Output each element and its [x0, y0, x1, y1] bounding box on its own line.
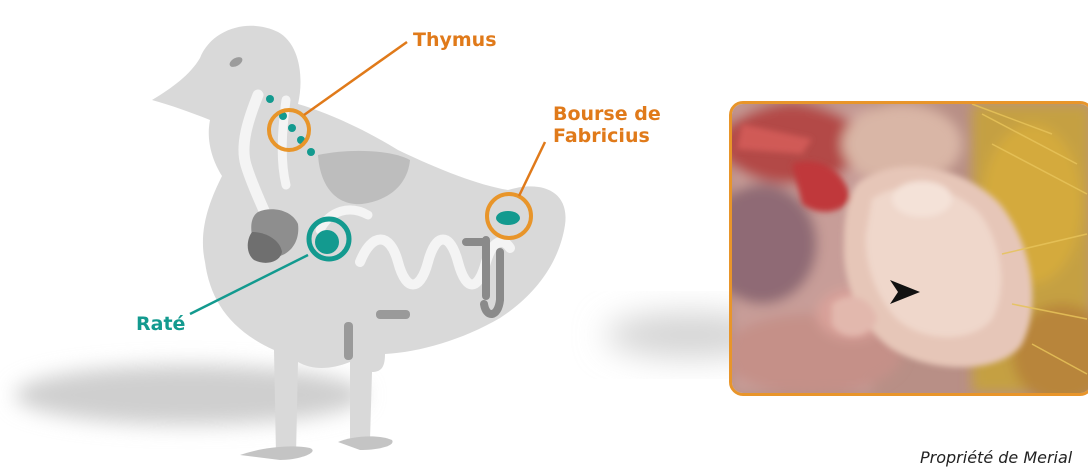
chick-shadow: [15, 365, 365, 425]
spleen-organ: [315, 230, 339, 254]
kidney-bar: [376, 310, 410, 319]
bourse-label-line1: Bourse de: [553, 103, 661, 125]
bourse-de-fabricius-label: Bourse de Fabricius: [553, 103, 661, 147]
photo-credit: Propriété de Merial: [920, 448, 1072, 467]
rate-label: Raté: [136, 313, 185, 335]
leg-bar: [344, 322, 353, 360]
bursa-organ: [496, 211, 520, 225]
dissection-photo: [729, 101, 1088, 396]
thymus-leader-line: [304, 42, 407, 115]
thymus-label: Thymus: [413, 29, 497, 51]
bourse-label-line2: Fabricius: [553, 125, 661, 147]
